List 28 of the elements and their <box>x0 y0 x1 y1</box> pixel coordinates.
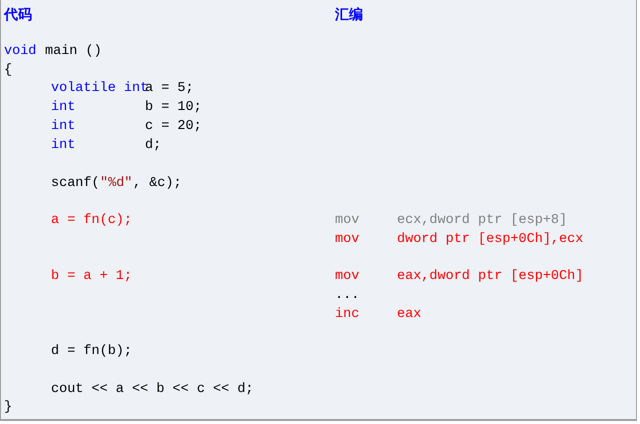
code-keyword: int <box>51 137 76 155</box>
code-text: b = a + 1; <box>51 268 132 286</box>
column-heading: 汇编 <box>335 6 363 24</box>
code-text: , &c); <box>133 175 182 193</box>
assembly-operand: ecx,dword ptr [esp+8] <box>397 212 568 230</box>
code-text: scanf( <box>51 175 100 193</box>
column-heading: 代码 <box>4 6 32 24</box>
code-text: a = fn(c); <box>51 212 132 230</box>
code-text: c = 20; <box>145 118 202 136</box>
assembly-mnemonic: inc <box>335 306 360 324</box>
ellipsis: ... <box>335 287 360 305</box>
code-keyword: int <box>51 99 76 117</box>
assembly-operand: dword ptr [esp+0Ch],ecx <box>397 231 584 249</box>
code-text: main () <box>45 43 102 61</box>
code-text: } <box>4 399 12 417</box>
code-text: d; <box>145 137 162 155</box>
assembly-mnemonic: mov <box>335 212 360 230</box>
assembly-operand: eax <box>397 306 422 324</box>
assembly-operand: eax,dword ptr [esp+0Ch] <box>397 268 584 286</box>
code-text: b = 10; <box>145 99 202 117</box>
code-text: cout << a << b << c << d; <box>51 381 254 399</box>
assembly-mnemonic: mov <box>335 231 360 249</box>
code-keyword: int <box>51 118 76 136</box>
code-text: d = fn(b); <box>51 343 132 361</box>
code-text: { <box>4 62 12 80</box>
code-keyword: void <box>4 43 36 61</box>
string-literal: "%d" <box>100 175 132 193</box>
assembly-mnemonic: mov <box>335 268 360 286</box>
